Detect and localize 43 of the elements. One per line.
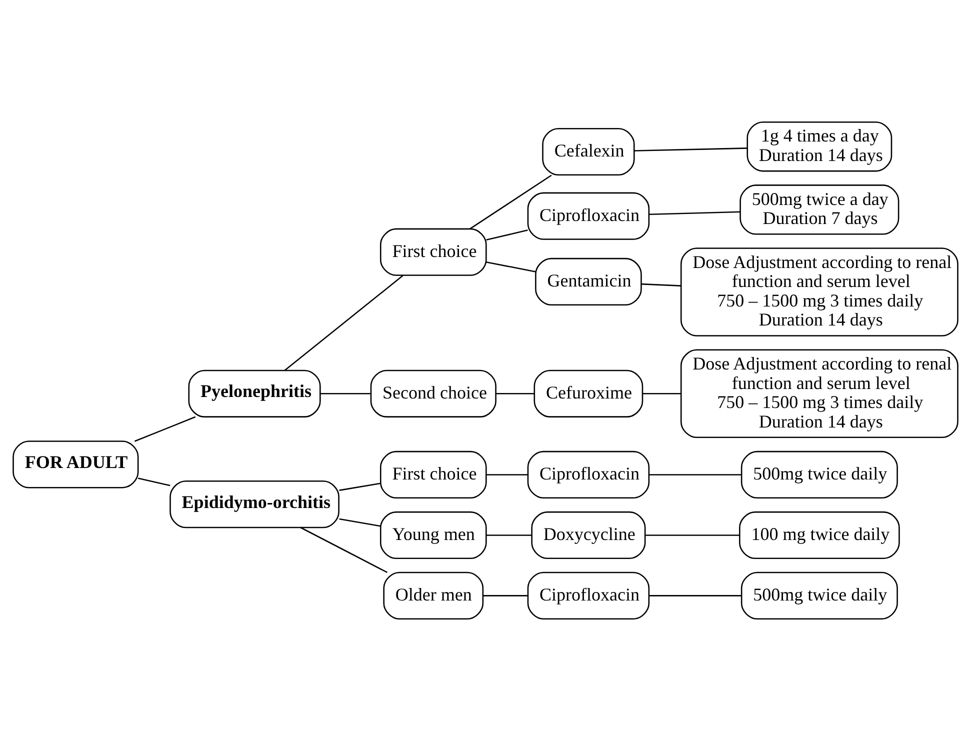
connector: [483, 594, 528, 596]
node-box: Pyelonephritis: [188, 369, 321, 417]
node-box: Cefalexin: [542, 127, 635, 176]
connector: [339, 518, 381, 526]
connector: [486, 261, 536, 272]
connector: [646, 534, 740, 536]
node-box: Ciprofloxacin: [527, 192, 650, 240]
node-box: Cefuroxime: [534, 369, 644, 417]
node-box: 500mg twice daily: [740, 450, 898, 498]
node-box: 1g 4 times a day Duration 14 days: [746, 121, 892, 172]
connector: [134, 416, 196, 442]
node-box: 500mg twice daily: [740, 571, 898, 619]
connector: [642, 282, 682, 286]
node-box: First choice: [380, 450, 487, 498]
connector: [284, 274, 404, 370]
node-box: Doxycycline: [531, 510, 646, 559]
node-box: Gentamicin: [535, 257, 642, 306]
node-box: 100 mg twice daily: [739, 510, 900, 559]
connector: [320, 392, 370, 394]
connector: [470, 174, 552, 229]
node-box: FOR ADULT: [12, 440, 139, 488]
connector: [642, 392, 681, 394]
connector: [649, 474, 742, 475]
node-box: Ciprofloxacin: [527, 571, 650, 619]
connector: [300, 526, 388, 573]
connector: [649, 210, 740, 215]
connector: [634, 147, 748, 151]
connector: [486, 229, 528, 240]
node-box: Young men: [380, 510, 487, 559]
node-box: Dose Adjustment according to renal function and serum level 750 – 1500 mg 3 times daily Duration 14 days: [680, 348, 958, 438]
node-box: Second choice: [370, 369, 496, 417]
connector: [496, 392, 534, 394]
node-box: Epididymo-orchitis: [170, 480, 340, 528]
connector: [649, 594, 742, 596]
connector: [339, 482, 381, 490]
node-box: First choice: [380, 228, 487, 276]
connector: [486, 534, 532, 536]
node-box: 500mg twice a day Duration 7 days: [740, 184, 900, 234]
node-box: Older men: [383, 571, 484, 619]
node-box: Ciprofloxacin: [527, 450, 650, 498]
node-box: Dose Adjustment according to renal function and serum level 750 – 1500 mg 3 times daily Duration 14 days: [680, 247, 958, 336]
connector: [486, 474, 528, 475]
connector: [138, 477, 170, 486]
